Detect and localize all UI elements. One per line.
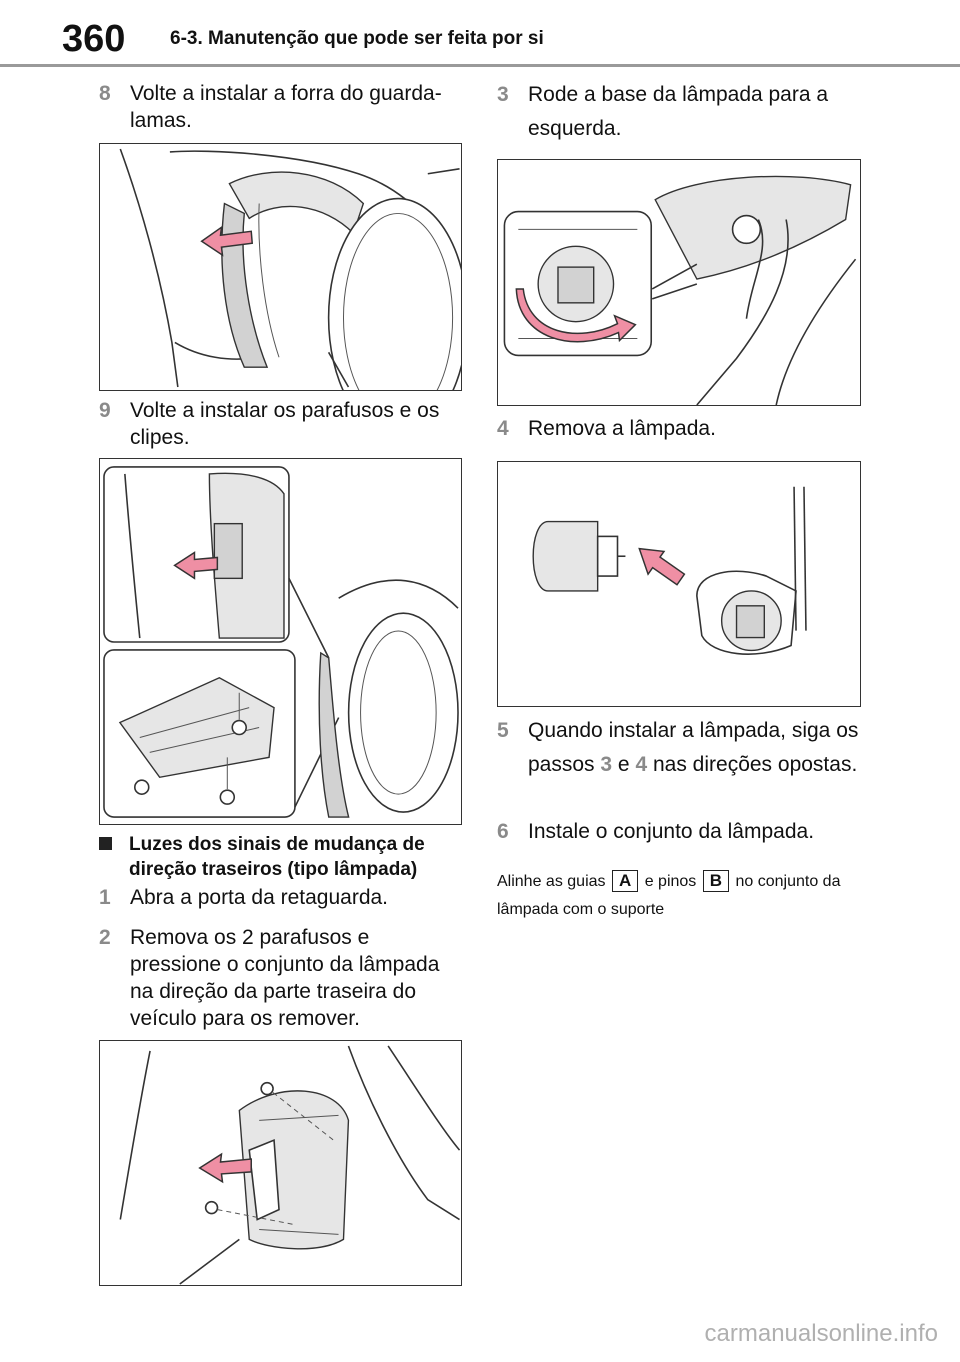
figure-fender-liner bbox=[99, 143, 462, 391]
figure-remove-bulb bbox=[497, 461, 861, 707]
step-ref-3: 3 bbox=[600, 753, 613, 776]
figure-remove-lamp-assembly bbox=[99, 1040, 462, 1286]
figure-rotate-bulb-base bbox=[497, 159, 861, 406]
step-text-conj: e bbox=[617, 753, 630, 776]
note-text: no conjunto da lâmpada com o suporte bbox=[497, 873, 841, 918]
remove-bulb-illustration bbox=[532, 486, 807, 655]
step-number: 6 bbox=[497, 820, 509, 843]
step-4: 4 Remova a lâmpada. bbox=[497, 415, 867, 442]
step-number: 5 bbox=[497, 719, 509, 742]
step-ref-4: 4 bbox=[635, 753, 648, 776]
bullet-square-icon bbox=[99, 837, 112, 850]
alignment-note: Alinhe as guias A e pinos B no conjunto … bbox=[497, 868, 867, 924]
fender-liner-illustration bbox=[119, 148, 461, 390]
step-number: 8 bbox=[99, 82, 111, 105]
step-1: 1 Abra a porta da retaguarda. bbox=[99, 884, 459, 911]
label-a-box: A bbox=[611, 870, 639, 892]
step-text: Quando instalar a lâmpada, siga os passo… bbox=[528, 714, 867, 782]
step-3: 3 Rode a base da lâmpada para a esquerda… bbox=[497, 78, 867, 146]
step-2: 2 Remova os 2 parafusos e pressione o co… bbox=[99, 924, 465, 1032]
step-text: Volte a instalar os parafusos e os clipe… bbox=[130, 399, 440, 449]
heading-text: Luzes dos sinais de mudança de direção t… bbox=[129, 834, 425, 880]
step-number: 2 bbox=[99, 926, 111, 949]
screws-clips-illustration bbox=[103, 466, 459, 818]
header-divider bbox=[0, 64, 960, 67]
label-b-box: B bbox=[702, 870, 730, 892]
step-text-part: nas direções opostas. bbox=[652, 753, 858, 776]
watermark: carmanualsonline.info bbox=[704, 1320, 938, 1347]
step-text: Volte a instalar a forra do guarda-lamas… bbox=[130, 82, 442, 132]
step-text: Remova os 2 parafusos e pressione o conj… bbox=[130, 926, 440, 1030]
step-number: 4 bbox=[497, 417, 509, 440]
step-8: 8 Volte a instalar a forra do guarda-lam… bbox=[99, 80, 459, 134]
step-9: 9 Volte a instalar os parafusos e os cli… bbox=[99, 397, 459, 451]
step-text: Rode a base da lâmpada para a esquerda. bbox=[528, 83, 829, 140]
rotate-bulb-base-illustration bbox=[503, 175, 857, 405]
step-number: 1 bbox=[99, 886, 111, 909]
page-header: 360 6-3. Manutenção que pode ser feita p… bbox=[0, 0, 960, 68]
step-text: Abra a porta da retaguarda. bbox=[130, 886, 389, 909]
step-number: 9 bbox=[99, 399, 111, 422]
note-text: e pinos bbox=[644, 873, 697, 890]
section-title: 6-3. Manutenção que pode ser feita por s… bbox=[170, 28, 544, 49]
section-heading-rear-turn-signals: Luzes dos sinais de mudança de direção t… bbox=[99, 832, 469, 882]
remove-lamp-assembly-illustration bbox=[119, 1045, 461, 1285]
step-5: 5 Quando instalar a lâmpada, siga os pas… bbox=[497, 714, 867, 782]
page-number: 360 bbox=[62, 18, 126, 60]
figure-screws-clips bbox=[99, 458, 462, 825]
step-text: Instale o conjunto da lâmpada. bbox=[528, 820, 815, 843]
step-text-part: Quando instalar a lâmpada, siga os passo… bbox=[528, 719, 859, 776]
note-text: Alinhe as guias bbox=[497, 873, 606, 890]
step-text: Remova a lâmpada. bbox=[528, 417, 716, 440]
step-6: 6 Instale o conjunto da lâmpada. bbox=[497, 818, 867, 845]
step-number: 3 bbox=[497, 83, 509, 106]
